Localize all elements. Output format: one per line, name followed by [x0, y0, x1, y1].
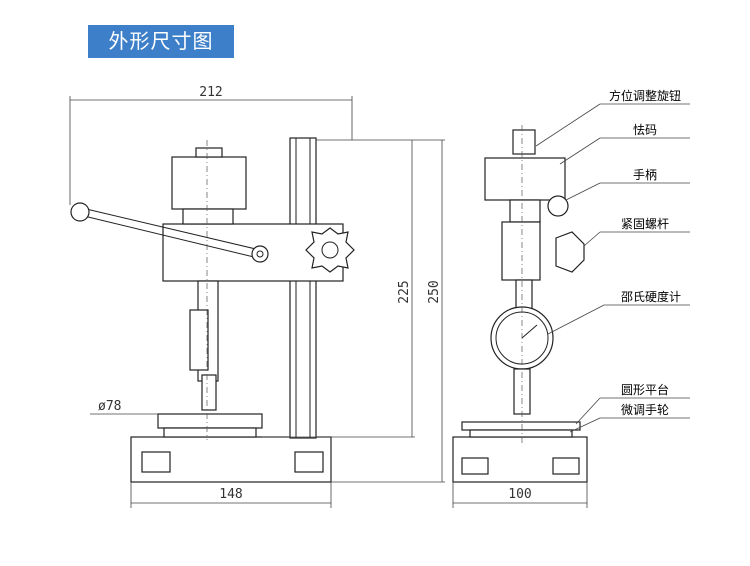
label-fastening-screw: 紧固螺杆 — [621, 217, 669, 231]
label-fine-adjust-wheel: 微调手轮 — [621, 403, 669, 417]
label-shore-hardness-tester: 邵氏硬度计 — [621, 289, 681, 304]
label-weight: 怯码 — [633, 123, 657, 137]
dim-platform-diameter: ø78 — [98, 399, 121, 414]
callout-labels: 方位调整旋钮 怯码 手柄 紧固螺杆 邵氏硬度计 圆形平台 微调手轮 — [609, 88, 681, 417]
dim-width-top: 212 — [199, 85, 222, 100]
dim-height-inner: 225 — [397, 280, 412, 303]
label-round-platform: 圆形平台 — [621, 382, 669, 397]
side-view: 100 — [452, 103, 690, 508]
page-title: 外形尺寸图 — [88, 25, 234, 58]
label-azimuth-knob: 方位调整旋钮 — [609, 88, 681, 103]
dim-base-width-front: 148 — [219, 487, 242, 502]
label-handle: 手柄 — [633, 168, 657, 182]
dim-base-width-side: 100 — [508, 487, 531, 502]
dim-height-outer: 250 — [427, 280, 442, 303]
front-view: 212 ø78 — [69, 85, 445, 508]
